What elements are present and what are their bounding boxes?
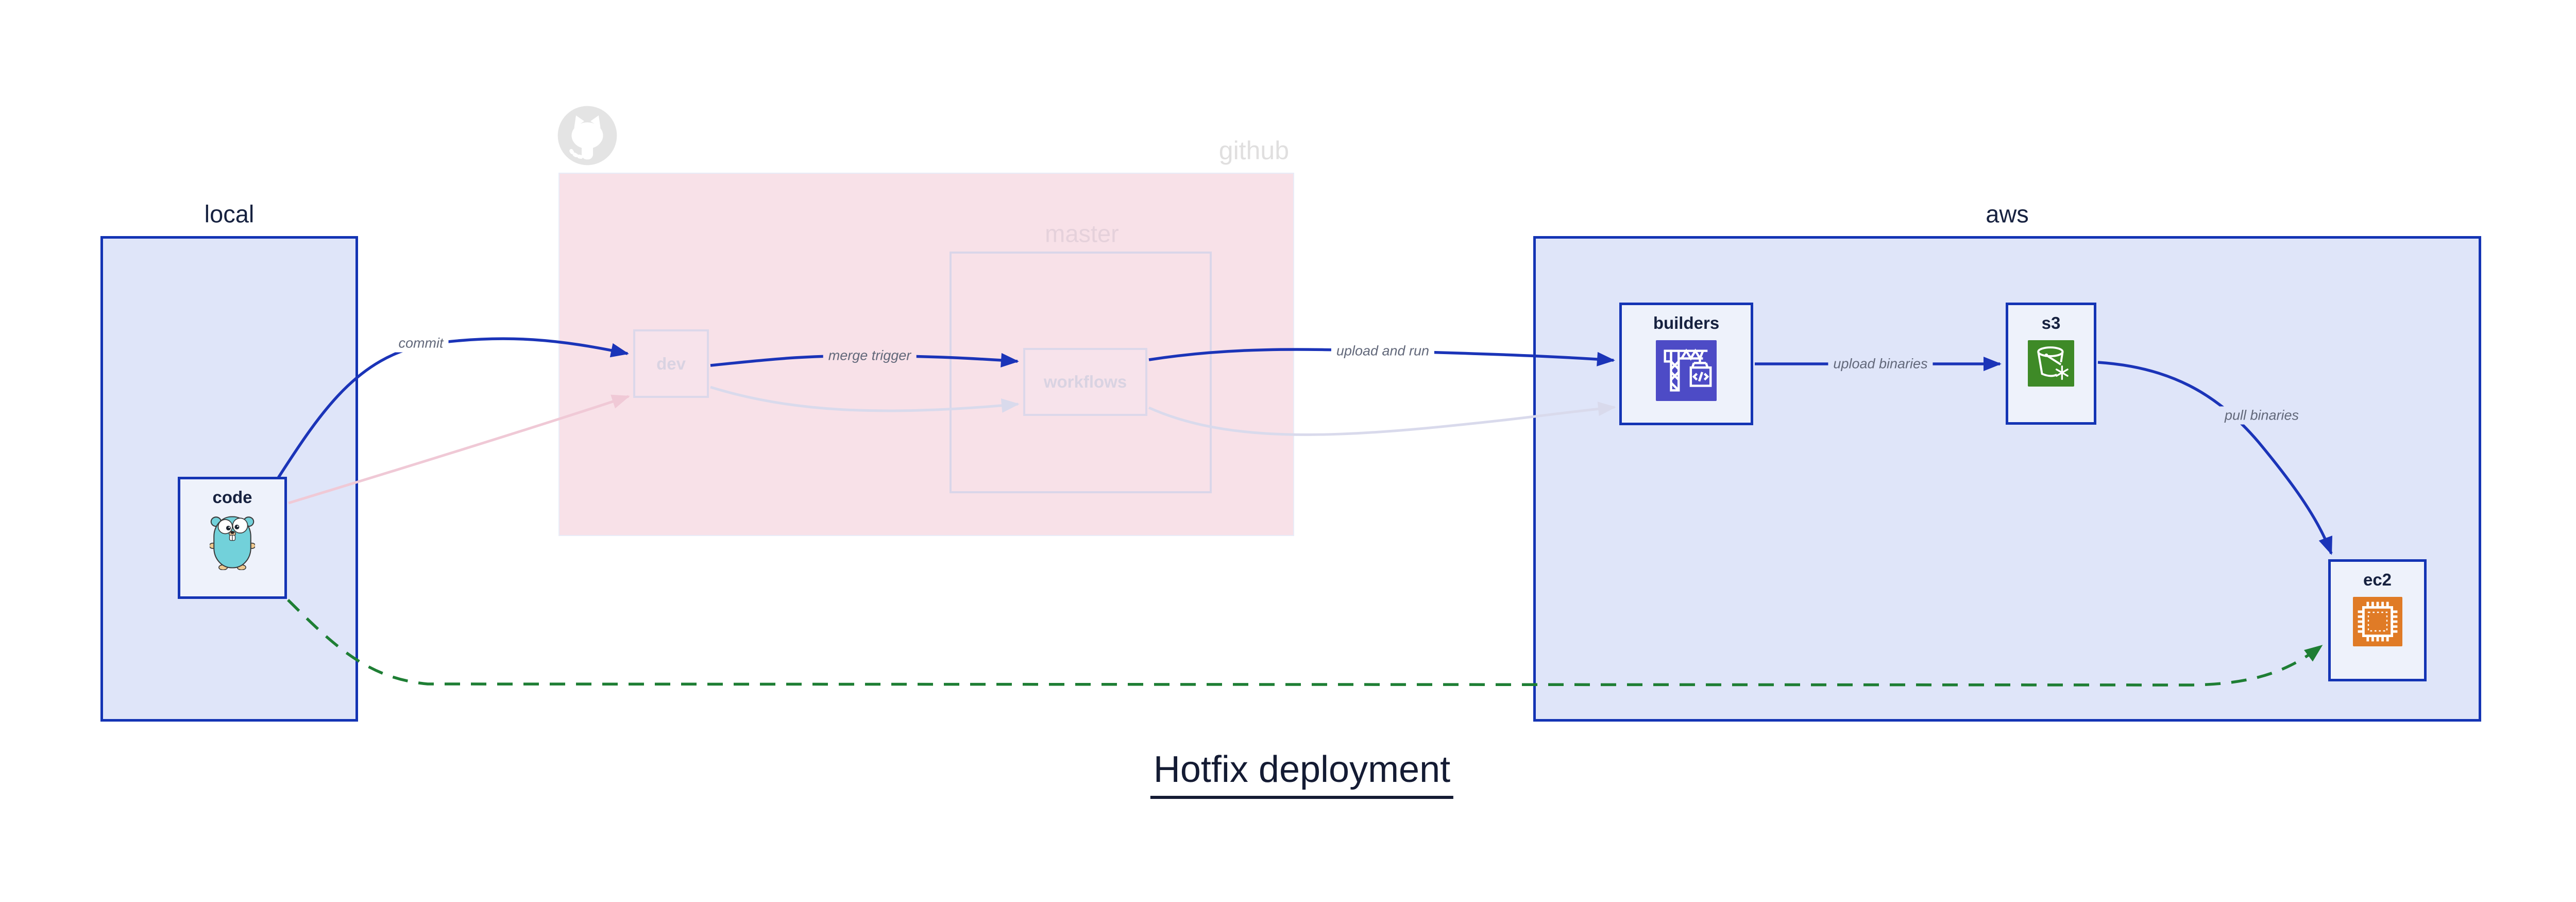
node-s3-label: s3 xyxy=(2041,313,2061,332)
local-label: local xyxy=(204,200,255,228)
node-ec2-label: ec2 xyxy=(2363,570,2392,589)
master-container xyxy=(950,252,1212,493)
node-code: code xyxy=(178,477,287,599)
node-code-label: code xyxy=(212,488,252,507)
edge-workflows-builders-faded xyxy=(1148,402,1616,436)
node-s3: s3 xyxy=(2006,303,2096,425)
node-workflows: workflows xyxy=(1023,348,1147,416)
diagram-title: Hotfix deployment xyxy=(1150,748,1454,799)
gopher-icon xyxy=(210,516,255,570)
codebuild-crane-icon xyxy=(1656,340,1717,401)
master-label: master xyxy=(1045,220,1119,247)
node-dev-label: dev xyxy=(656,354,686,373)
s3-bucket-icon xyxy=(2028,340,2074,387)
node-dev: dev xyxy=(633,329,709,398)
edge-commit-label: commit xyxy=(393,334,449,353)
edge-dev-workflows-faded xyxy=(710,386,1020,413)
node-builders: builders xyxy=(1619,303,1753,425)
node-ec2: ec2 xyxy=(2328,559,2427,681)
aws-label: aws xyxy=(1986,200,2029,228)
edge-commit xyxy=(277,337,629,479)
github-octocat-icon xyxy=(557,106,617,165)
node-builders-label: builders xyxy=(1653,313,1720,332)
edge-hotfix-dashed xyxy=(287,599,2323,687)
node-workflows-label: workflows xyxy=(1043,372,1127,391)
github-label: github xyxy=(1218,136,1289,165)
edge-merge-trigger-label: merge trigger xyxy=(823,346,917,365)
edge-pull-binaries xyxy=(2097,361,2333,555)
edge-pull-binaries-label: pull binaries xyxy=(2219,406,2304,425)
edge-code-dev-faded xyxy=(288,394,630,505)
edge-upload-binaries-label: upload binaries xyxy=(1828,355,1933,373)
edge-upload-and-run-label: upload and run xyxy=(1331,342,1435,360)
ec2-chip-icon xyxy=(2352,597,2402,646)
